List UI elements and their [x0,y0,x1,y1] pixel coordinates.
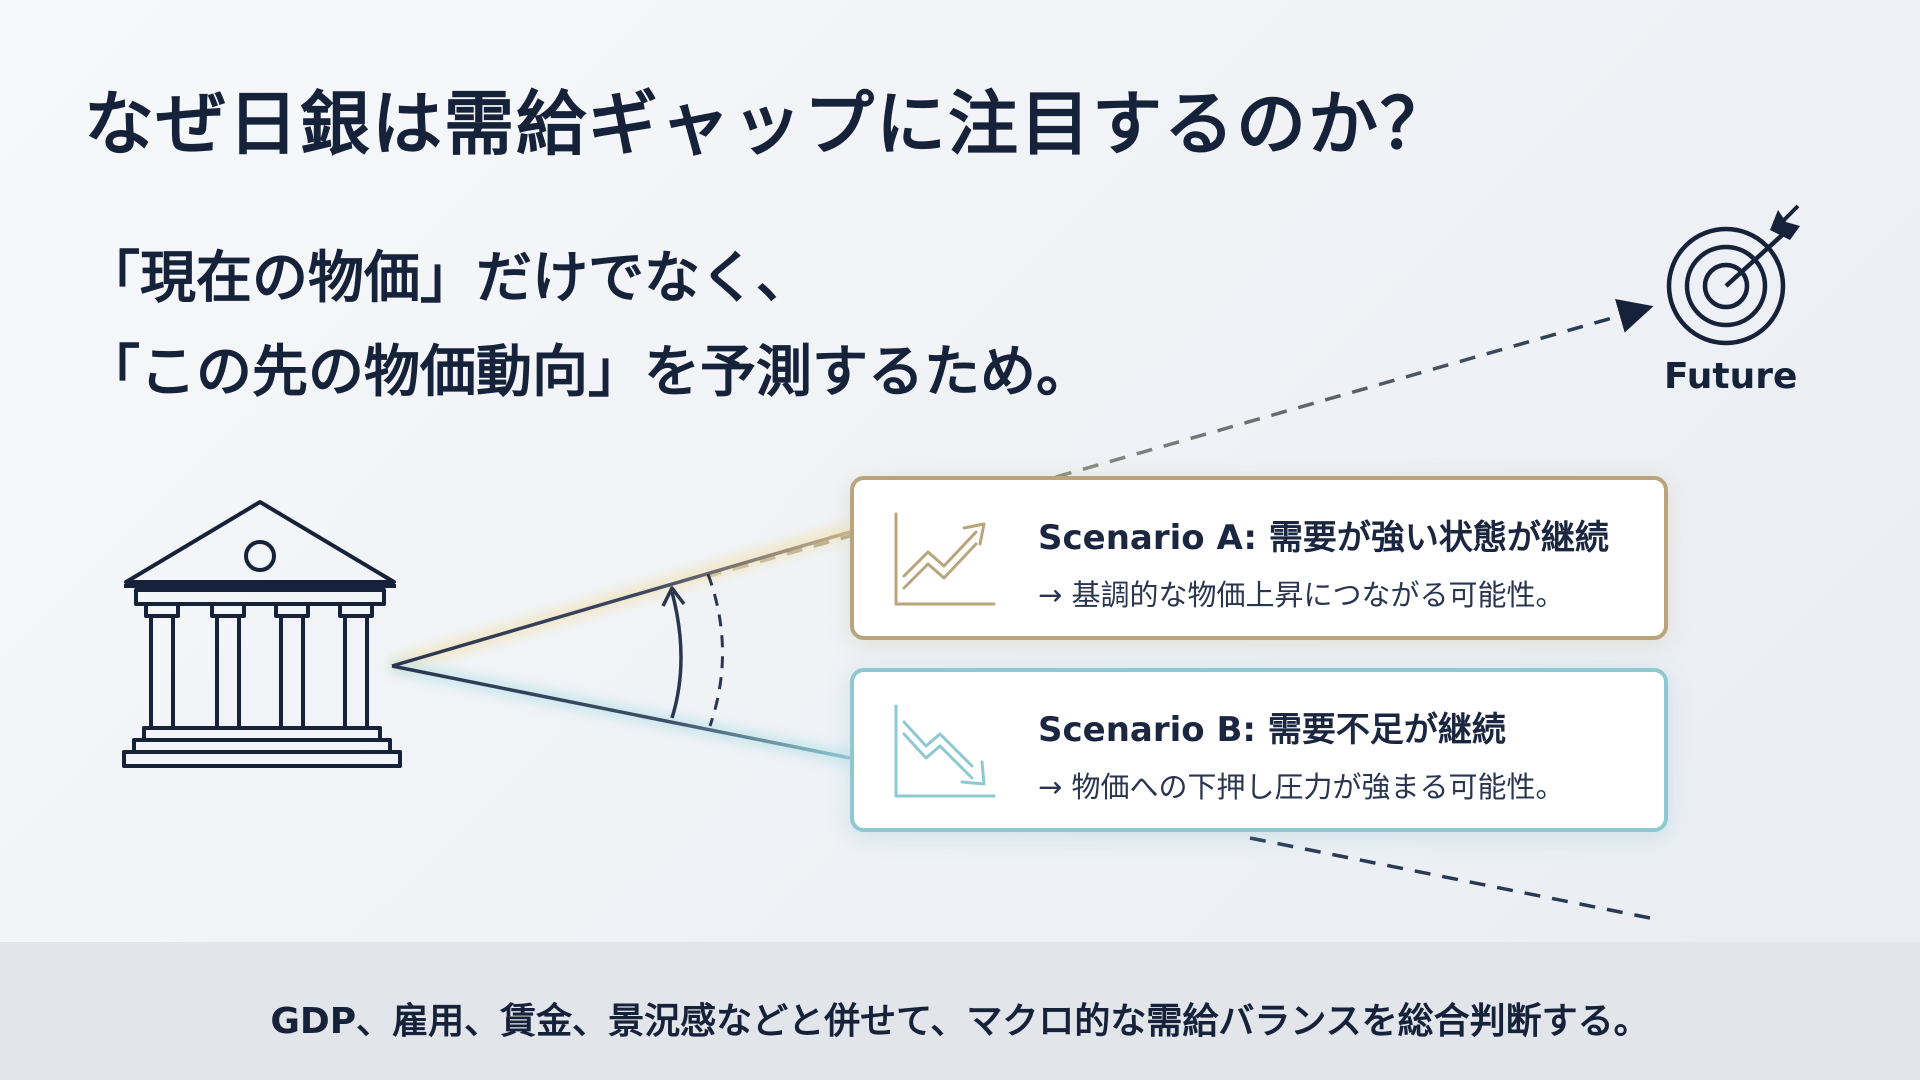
downside-trajectory-line [1249,836,1651,920]
scenario-a-card: Scenario A: 需要が強い状態が継続 → 基調的な物価上昇につながる可能… [850,476,1668,640]
scenario-b-title: Scenario B: 需要不足が継続 [1038,710,1506,750]
future-label: Future [1664,356,1798,397]
angle-arc-arrow [670,591,683,719]
footer-bar: GDP、雇用、賃金、景況感などと併せて、マクロ的な需給バランスを総合判断する。 [0,942,1920,1080]
central-bank-building-icon [122,500,402,768]
angle-arc-dashed [706,573,724,727]
subtitle-line-2: 「この先の物価動向」を予測するため。 [84,340,1092,405]
scenario-a-title: Scenario A: 需要が強い状態が継続 [1038,518,1609,558]
chart-trending-up-icon [894,512,996,606]
target-arrow-icon [1666,204,1800,346]
scenario-a-description: → 基調的な物価上昇につながる可能性。 [1038,578,1565,612]
footer-text: GDP、雇用、賃金、景況感などと併せて、マクロ的な需給バランスを総合判断する。 [270,1001,1650,1042]
scenario-b-card: Scenario B: 需要不足が継続 → 物価への下押し圧力が強まる可能性。 [850,668,1668,832]
lower-forecast-line [391,664,851,760]
chart-trending-down-icon [894,704,996,798]
scenario-b-description: → 物価への下押し圧力が強まる可能性。 [1038,770,1565,804]
subtitle: 「現在の物価」だけでなく、 「この先の物価動向」を予測するため。 [84,232,1092,420]
future-trajectory-line [705,298,1654,579]
upper-forecast-line [391,530,851,668]
page-title: なぜ日銀は需給ギャップに注目するのか？ [84,83,1452,165]
subtitle-line-1: 「現在の物価」だけでなく、 [84,246,812,311]
